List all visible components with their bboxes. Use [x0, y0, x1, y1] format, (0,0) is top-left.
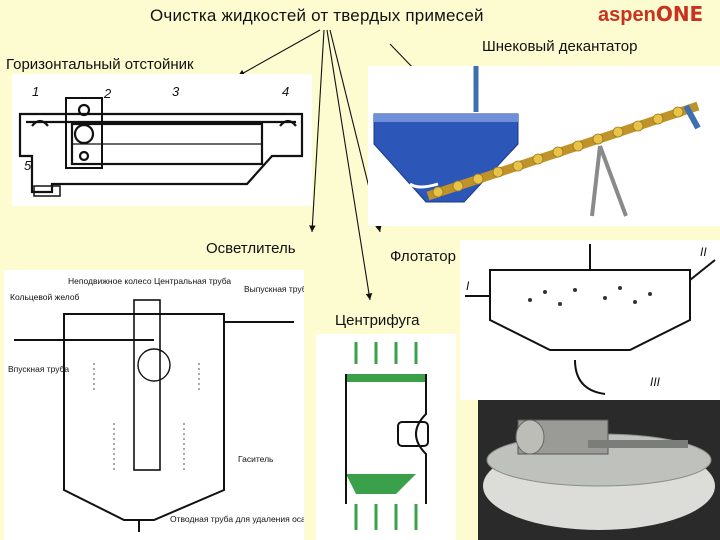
screw-decanter-diagram — [368, 66, 720, 226]
label-clarifier: Осветлитель — [206, 240, 296, 257]
screw-flights — [432, 106, 684, 198]
aspen-one-logo: aspenONE — [598, 2, 703, 27]
label-screw-decanter: Шнековый декантатор — [482, 38, 638, 55]
clarifier-callout-damper: Гаситель — [238, 454, 274, 464]
flotator-diagram: I II III — [460, 240, 720, 400]
clarifier-callout-drain-pipe: Отводная труба для удаления осадка — [170, 514, 304, 524]
clarifier-callout-central-pipe: Центральная труба — [154, 276, 231, 286]
settler-callout-4: 4 — [282, 84, 289, 99]
pointer-to-centrifuge — [326, 29, 373, 301]
pointer-to-settler — [237, 29, 321, 77]
settler-callout-2: 2 — [103, 86, 112, 101]
flotator-callout-3: III — [650, 375, 661, 389]
clarifier-diagram: Неподвижное колесо Центральная труба Кол… — [4, 270, 304, 540]
logo-text: aspen — [598, 4, 656, 26]
page-title: Очистка жидкостей от твердых примесей — [150, 6, 484, 25]
logo-suffix: ONE — [655, 2, 704, 26]
label-centrifuge: Центрифуга — [335, 312, 420, 329]
clarifier-tank-photo — [478, 400, 720, 540]
label-flotator: Флотатор — [390, 248, 456, 265]
pointer-to-clarifier — [309, 29, 325, 233]
horizontal-settler-diagram: 1 2 3 4 5 — [12, 74, 312, 206]
settler-callout-1: 1 — [32, 84, 39, 99]
settler-callout-3: 3 — [172, 84, 180, 99]
label-horizontal-settler: Горизонтальный отстойник — [6, 56, 194, 73]
flotator-callout-1: I — [466, 279, 470, 293]
clarifier-callout-ring-trough: Кольцевой желоб — [10, 292, 80, 302]
flotator-callout-2: II — [700, 245, 707, 259]
centrifuge-diagram — [316, 334, 456, 540]
clarifier-callout-outlet-pipe: Выпускная труба — [244, 284, 304, 294]
settler-callout-5: 5 — [24, 158, 32, 173]
clarifier-callout-inlet-pipe: Впускная труба — [8, 364, 69, 374]
clarifier-callout-fixed-wheel: Неподвижное колесо — [68, 276, 152, 286]
